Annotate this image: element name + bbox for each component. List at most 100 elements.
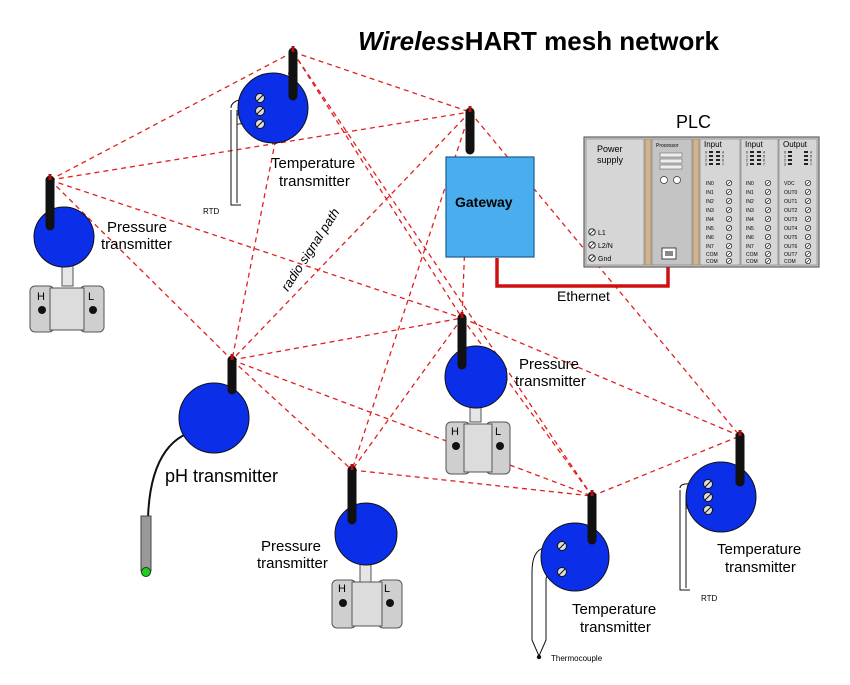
- processor-module: [651, 138, 693, 266]
- gateway-label: Gateway: [455, 194, 513, 210]
- power-supply-module: [585, 138, 645, 266]
- device-label: transmitter: [279, 173, 350, 190]
- terminal-label: L2/N: [598, 243, 613, 250]
- svg-text:4: 4: [722, 151, 724, 155]
- svg-text:6: 6: [763, 159, 765, 163]
- radio-link: [292, 51, 471, 113]
- svg-text:1: 1: [705, 155, 707, 159]
- port-label: L: [384, 583, 390, 595]
- svg-text:IN3: IN3: [706, 208, 714, 214]
- power-supply-label-line1: Power: [597, 144, 623, 154]
- port-label: L: [495, 426, 501, 438]
- radio-link: [231, 359, 353, 471]
- svg-text:3: 3: [746, 163, 748, 167]
- radio-link: [292, 51, 593, 497]
- radio-link: [231, 111, 471, 361]
- terminal-strip: IN0 IN1 IN2 IN3 IN4 IN5 IN6 IN7 COM COM: [706, 179, 733, 265]
- svg-text:IN6: IN6: [706, 235, 714, 241]
- svg-text:COM: COM: [746, 252, 758, 258]
- svg-text:COM: COM: [706, 252, 718, 258]
- svg-text:0: 0: [784, 151, 786, 155]
- svg-text:3: 3: [784, 163, 786, 167]
- radio-link: [292, 51, 463, 319]
- device-label: Pressure: [519, 356, 579, 373]
- port-label: H: [451, 426, 459, 438]
- svg-text:IN2: IN2: [706, 199, 714, 205]
- device-label: Temperature: [572, 601, 656, 618]
- device-label: Temperature: [271, 155, 355, 172]
- ethernet-label: Ethernet: [557, 288, 610, 304]
- svg-text:COM: COM: [784, 259, 796, 265]
- svg-text:OUT0: OUT0: [784, 190, 798, 196]
- input-module-title: Input: [704, 140, 723, 149]
- device-label: Pressure: [261, 538, 321, 555]
- radio-link: [49, 51, 294, 181]
- rtd-label: RTD: [701, 594, 718, 603]
- svg-text:IN0: IN0: [746, 181, 754, 187]
- svg-text:IN7: IN7: [706, 244, 714, 250]
- power-supply-label-line2: supply: [597, 155, 624, 165]
- output-module-title: Output: [783, 140, 808, 149]
- port-label: H: [37, 291, 45, 303]
- plc-label: PLC: [676, 112, 711, 132]
- svg-text:IN5: IN5: [706, 226, 714, 232]
- port-label: L: [88, 291, 94, 303]
- svg-text:IN2: IN2: [746, 199, 754, 205]
- pressure-transmitter-left: H L Pressure transmitter: [29, 174, 172, 333]
- radio-path-label: radio signal path: [278, 205, 343, 293]
- radio-link: [49, 111, 471, 181]
- device-label: transmitter: [101, 236, 172, 253]
- svg-text:IN1: IN1: [706, 190, 714, 196]
- svg-text:0: 0: [746, 151, 748, 155]
- diagram-title: WirelessHART mesh network: [358, 26, 720, 56]
- svg-text:5: 5: [722, 155, 724, 159]
- svg-text:IN7: IN7: [746, 244, 754, 250]
- plc: PLC Power supply L1 L2/N Gnd Processor: [583, 112, 820, 268]
- pressure-transmitter-bottom: H L Pressure transmitter: [257, 464, 403, 629]
- svg-text:OUT5: OUT5: [784, 235, 798, 241]
- radio-link: [231, 51, 294, 361]
- svg-text:IN5: IN5: [746, 226, 754, 232]
- device-label: transmitter: [257, 555, 328, 572]
- radio-link: [231, 359, 593, 497]
- svg-text:4: 4: [810, 151, 812, 155]
- svg-text:COM: COM: [746, 259, 758, 265]
- svg-text:VDC: VDC: [784, 181, 795, 187]
- svg-text:7: 7: [722, 163, 724, 167]
- svg-text:2: 2: [746, 159, 748, 163]
- svg-text:OUT6: OUT6: [784, 244, 798, 250]
- power-terminals: L1 L2/N Gnd: [588, 228, 613, 263]
- svg-text:2: 2: [784, 159, 786, 163]
- terminal-label: L1: [598, 230, 606, 237]
- svg-text:0: 0: [705, 151, 707, 155]
- terminal-strip: VDC OUT0 OUT1 OUT2 OUT3 OUT4 OUT5 OUT6 O…: [784, 179, 812, 265]
- svg-text:1: 1: [746, 155, 748, 159]
- svg-text:5: 5: [763, 155, 765, 159]
- svg-text:IN0: IN0: [706, 181, 714, 187]
- svg-text:IN1: IN1: [746, 190, 754, 196]
- svg-text:2: 2: [705, 159, 707, 163]
- port-label: H: [338, 583, 346, 595]
- svg-text:OUT3: OUT3: [784, 217, 798, 223]
- device-label: pH transmitter: [165, 466, 278, 486]
- device-label: transmitter: [515, 373, 586, 390]
- svg-text:COM: COM: [706, 259, 718, 265]
- ethernet-cable: [495, 258, 670, 288]
- device-label: Temperature: [717, 541, 801, 558]
- pressure-transmitter-center: H L Pressure transmitter: [444, 312, 586, 475]
- radio-links: [49, 51, 741, 497]
- device-label: transmitter: [725, 559, 796, 576]
- temperature-transmitter-top: RTD Temperature transmitter: [203, 46, 355, 216]
- svg-text:OUT7: OUT7: [784, 252, 798, 258]
- temperature-transmitter-right: RTD Temperature transmitter: [679, 430, 801, 603]
- radio-link: [49, 179, 463, 319]
- svg-text:7: 7: [763, 163, 765, 167]
- terminal-strip: IN0 IN1 IN2 IN3 IN4 IN5 IN6 IN7 COM COM: [746, 179, 772, 265]
- device-label: Pressure: [107, 219, 167, 236]
- rtd-label: RTD: [203, 207, 220, 216]
